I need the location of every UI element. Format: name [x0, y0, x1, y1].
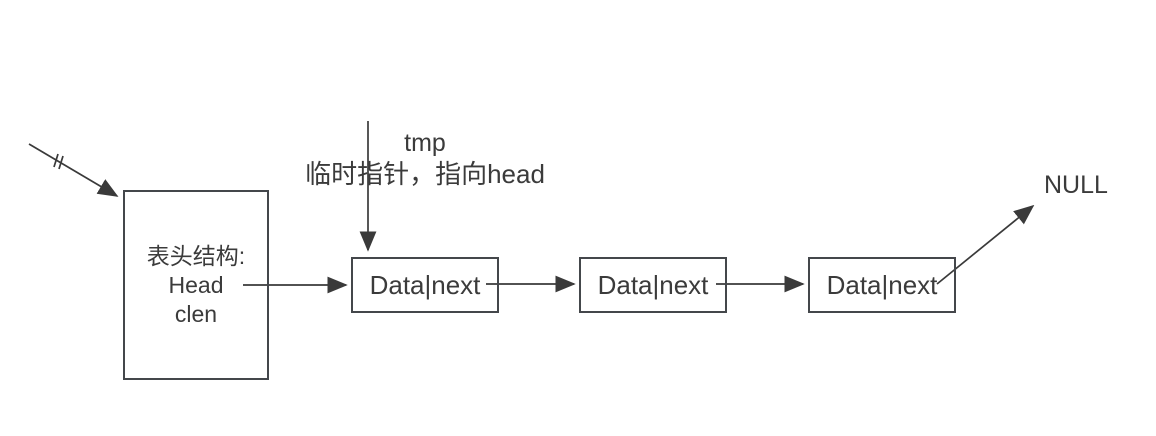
- head-box: 表头结构: Head clen: [123, 190, 269, 380]
- tmp-description: 临时指针，指向head: [305, 159, 545, 189]
- node-box-2: Data|next: [579, 257, 727, 313]
- head-box-title: 表头结构:: [146, 242, 246, 269]
- break-mark-icon: [53, 153, 64, 170]
- node-box-1: Data|next: [351, 257, 499, 313]
- null-label: NULL: [1044, 171, 1108, 199]
- init-pointer-arrow: [28, 143, 119, 197]
- tmp-annotation: tmp 临时指针，指向head: [290, 128, 560, 190]
- node-label: Data|next: [597, 269, 709, 300]
- head-box-clen-label: clen: [174, 300, 218, 327]
- tmp-label: tmp: [404, 129, 446, 157]
- node-label: Data|next: [369, 269, 481, 300]
- node-box-3: Data|next: [808, 257, 956, 313]
- node-label: Data|next: [826, 269, 938, 300]
- head-box-head-label: Head: [168, 271, 224, 298]
